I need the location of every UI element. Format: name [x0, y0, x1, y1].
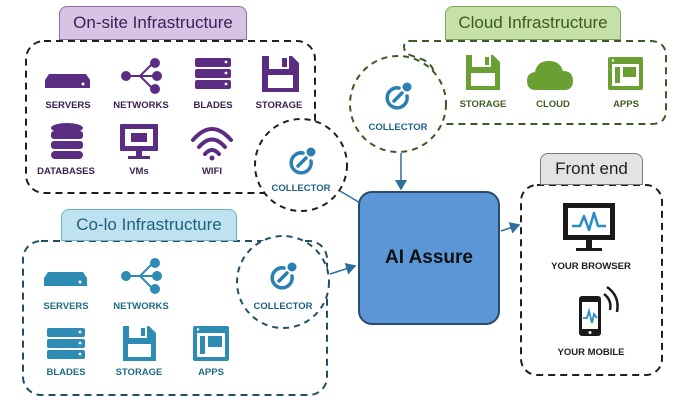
onsite-blades-label: BLADES	[193, 100, 233, 111]
colo-networks-label: NETWORKS	[113, 301, 169, 312]
onsite-storage-icon	[262, 56, 299, 92]
onsite-container	[25, 40, 316, 194]
cloud-storage-label: STORAGE	[459, 99, 507, 110]
cloud-cloud-label: CLOUD	[536, 99, 570, 110]
onsite-networks-icon	[121, 58, 162, 94]
onsite-storage-label: STORAGE	[255, 100, 303, 111]
onsite-title-tab: On-site Infrastructure	[59, 6, 247, 40]
assure-to-frontend-arrow	[500, 222, 521, 234]
frontend-mobile-label: YOUR MOBILE	[557, 347, 625, 358]
colo-storage-icon	[123, 326, 156, 361]
colo-storage-label: STORAGE	[115, 367, 163, 378]
colo-collector-label: COLLECTOR	[253, 301, 313, 312]
onsite-networks-label: NETWORKS	[113, 100, 169, 111]
colo-title-tab: Co-lo Infrastructure	[61, 209, 237, 241]
onsite-servers-icon	[45, 74, 90, 88]
frontend-browser-label: YOUR BROWSER	[551, 261, 631, 272]
browser-monitor-icon	[563, 203, 615, 251]
colo-to-assure-arrow	[329, 263, 357, 275]
onsite-databases-icon	[51, 123, 83, 159]
onsite-collector-label: COLLECTOR	[271, 183, 331, 194]
onsite-vms-label: VMs	[129, 166, 149, 177]
mobile-phone-icon	[579, 285, 619, 336]
cloud-collector-circle	[349, 55, 447, 153]
frontend-title-tab: Front end	[540, 153, 643, 185]
onsite-vms-icon	[120, 124, 158, 159]
colo-servers-icon	[44, 272, 87, 286]
frontend-container	[520, 184, 663, 376]
colo-blades-icon	[47, 328, 85, 359]
cloud-cloud-icon	[527, 61, 573, 90]
cloud-apps-label: APPS	[613, 99, 639, 110]
colo-apps-label: APPS	[198, 367, 224, 378]
onsite-databases-label: DATABASES	[37, 166, 95, 177]
cloud-collector-icon	[385, 82, 412, 110]
colo-container	[22, 240, 328, 396]
cloud-title-tab: Cloud Infrastructure	[445, 6, 621, 40]
colo-networks-icon	[121, 258, 162, 294]
cloud-apps-icon	[608, 57, 643, 90]
onsite-wifi-label: WIFI	[201, 166, 223, 177]
onsite-blades-icon	[195, 58, 231, 89]
onsite-wifi-icon	[191, 127, 233, 161]
colo-collector-icon	[270, 262, 297, 290]
colo-blades-label: BLADES	[46, 367, 86, 378]
cloud-storage-icon	[466, 55, 500, 90]
colo-apps-icon	[193, 326, 229, 361]
colo-collector-circle	[236, 235, 330, 329]
onsite-servers-label: SERVERS	[45, 100, 91, 111]
ai-assure-node: AI Assure	[358, 191, 500, 325]
onsite-collector-icon	[289, 147, 316, 175]
cloud-collector-label: COLLECTOR	[368, 122, 428, 133]
colo-servers-label: SERVERS	[43, 301, 89, 312]
